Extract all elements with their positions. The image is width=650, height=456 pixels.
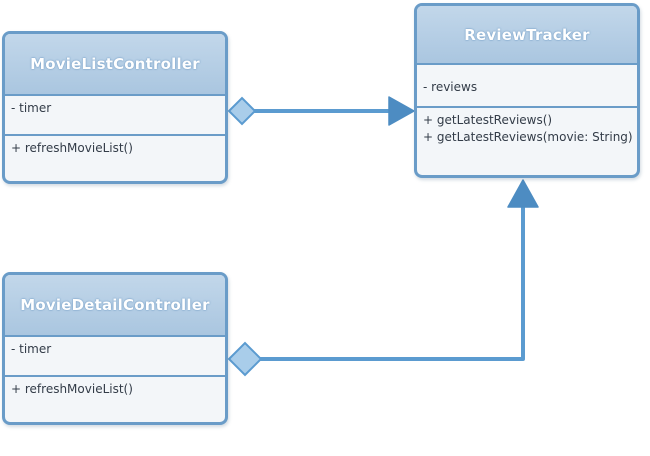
class-movie-list-controller[interactable]: MovieListController - timer + refreshMov… xyxy=(2,31,228,184)
connector-line-detail-to-tracker xyxy=(258,203,525,361)
operation-row: + refreshMovieList() xyxy=(11,141,133,155)
attributes-section: - timer xyxy=(5,96,225,134)
operations-section: + getLatestReviews() + getLatestReviews(… xyxy=(417,106,637,150)
class-movie-detail-controller[interactable]: MovieDetailController - timer + refreshM… xyxy=(2,272,228,425)
attributes-section: - reviews xyxy=(417,65,637,106)
aggregation-diamond-icon xyxy=(227,96,257,126)
attribute-row: - timer xyxy=(11,101,52,115)
class-name: ReviewTracker xyxy=(417,6,637,65)
operations-section: + refreshMovieList() xyxy=(5,134,225,161)
arrowhead-icon xyxy=(388,96,415,126)
attribute-row: - reviews xyxy=(423,80,478,94)
arrowhead-icon xyxy=(507,179,539,208)
operation-row: + getLatestReviews() xyxy=(423,113,553,127)
operations-section: + refreshMovieList() xyxy=(5,375,225,402)
class-name: MovieDetailController xyxy=(5,275,225,337)
attributes-section: - timer xyxy=(5,337,225,375)
attribute-row: - timer xyxy=(11,342,52,356)
class-review-tracker[interactable]: ReviewTracker - reviews + getLatestRevie… xyxy=(414,3,640,178)
class-name: MovieListController xyxy=(5,34,225,96)
operation-row: + refreshMovieList() xyxy=(11,382,133,396)
operation-row: + getLatestReviews(movie: String) xyxy=(423,130,633,144)
aggregation-diamond-icon xyxy=(227,341,263,377)
